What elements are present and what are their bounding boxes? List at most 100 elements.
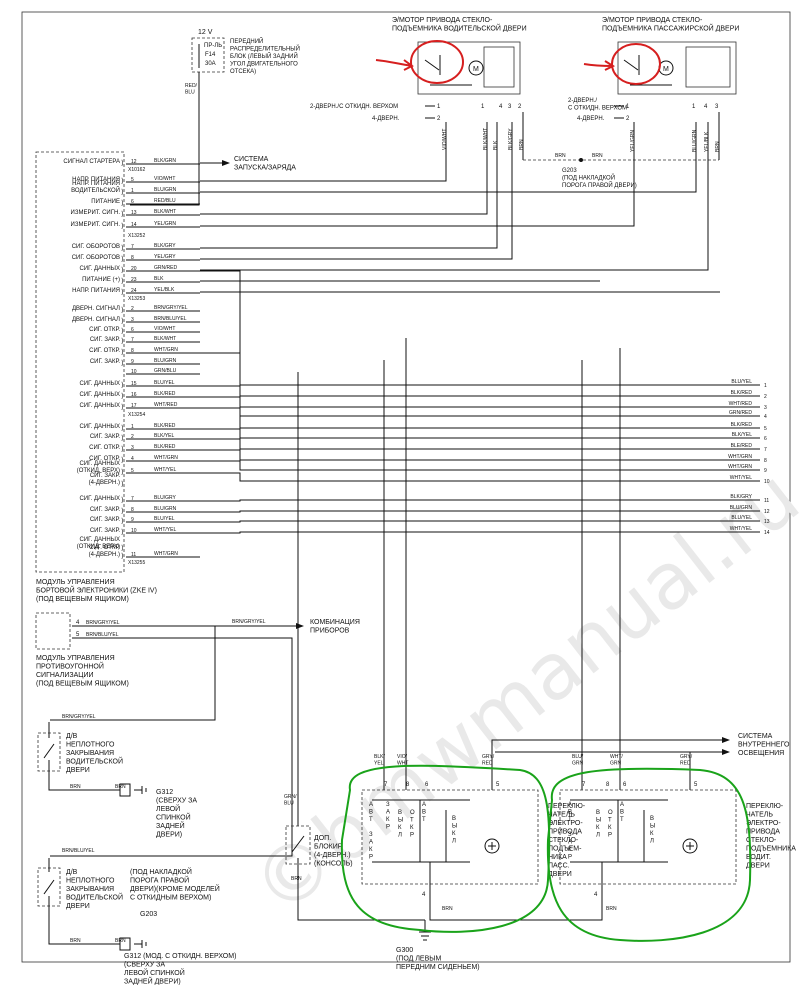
alarm-module: 4 5 BRN/GRY/YEL BRN/BLU/YEL МОДУЛЬ УПРАВ… bbox=[35, 612, 360, 688]
fuse-id-label: F14 bbox=[205, 52, 216, 58]
bus-wire bbox=[200, 510, 760, 513]
bus-wire-label: BLK/RED bbox=[731, 390, 753, 396]
zke-row-wire: BLK/GRY bbox=[154, 243, 176, 249]
zke-row-label: СИГ. ДАННЫХ bbox=[79, 496, 120, 502]
bus-number: 11 bbox=[764, 498, 769, 504]
starter-arrow-head bbox=[222, 160, 230, 166]
zke-row-pin: 15 bbox=[131, 381, 137, 387]
bus-wire bbox=[200, 384, 760, 387]
cluster-arrow-head bbox=[296, 623, 304, 629]
sw-pass-wire-gry-red: GRY/RED bbox=[482, 754, 495, 767]
bus-number: 5 bbox=[764, 426, 767, 432]
bus-wire bbox=[200, 520, 760, 523]
bus-wire-label: GRN/RED bbox=[729, 410, 752, 416]
dsw-pass-wire-bottom: BRN bbox=[70, 938, 81, 944]
zke-row-pin: 24 bbox=[131, 288, 137, 294]
driver-motor-wire-brn: BRN bbox=[519, 139, 525, 150]
zke-row-wire: BRN/GRY/YEL bbox=[154, 305, 188, 311]
driver-motor-wire-blk-gry: BLK/GRY bbox=[508, 128, 514, 150]
zke-row-wire: BLK/WHT bbox=[154, 336, 176, 342]
zke-row-bracket: ⟩ bbox=[121, 528, 124, 536]
sw-drv-pin-6: 6 bbox=[623, 782, 627, 788]
fuse-wire-label: RED/BLU bbox=[185, 83, 198, 96]
bus-wire bbox=[200, 459, 760, 462]
dsw-driver-wire-bottom: BRN bbox=[70, 784, 81, 790]
zke-row-wire: WHT/GRN bbox=[154, 551, 178, 557]
aux-lock-wire-top: GRN/BLU bbox=[284, 794, 297, 807]
bus-wire bbox=[200, 437, 760, 440]
zke-row-label: СИГ. ДАННЫХ bbox=[79, 392, 120, 398]
driver-motor-pin-2: 2 bbox=[437, 116, 441, 122]
pass-motor-pin-1b: 1 bbox=[692, 104, 696, 110]
zke-row-wire: BLK/GRN bbox=[154, 158, 176, 164]
pass-motor-pin-1: 1 bbox=[626, 104, 630, 110]
wire-blk-gry-to-driver-motor bbox=[200, 122, 513, 260]
zke-row-bracket: ⟩ bbox=[121, 445, 124, 453]
bus-wire-label: WHT/RED bbox=[729, 401, 753, 407]
wire-blk-wht-to-driver-motor bbox=[200, 122, 488, 215]
bus-wire bbox=[200, 352, 760, 471]
driver-motor-title: Э/МОТОР ПРИВОДА СТЕКЛО-ПОДЪЕМНИКА ВОДИТЕ… bbox=[392, 17, 527, 33]
zke-row-label: СИГ. ЗАКР. bbox=[90, 359, 120, 365]
driver-window-motor: Э/МОТОР ПРИВОДА СТЕКЛО-ПОДЪЕМНИКА ВОДИТЕ… bbox=[310, 17, 527, 150]
g300-ground-symbol bbox=[419, 920, 431, 941]
g312b-ground-symbol bbox=[119, 937, 147, 951]
wire-yel-blk-to-pass-motor bbox=[200, 122, 709, 271]
zke-row-pin: 8 bbox=[131, 348, 134, 354]
dsw-driver-wire bbox=[50, 626, 216, 721]
right-bus: BLU/YEL1BLK/RED2WHT/RED3GRN/RED4BLK/RED5… bbox=[728, 379, 770, 536]
red-circle-driver-switch bbox=[410, 40, 464, 84]
zke-row-bracket: ⟩ bbox=[121, 288, 124, 296]
zke-row-wire: YEL/GRN bbox=[154, 221, 176, 227]
zke-row-bracket: ⟩ bbox=[121, 544, 124, 552]
zke-row-wire: BLK/RED bbox=[154, 423, 176, 429]
zke-row-pin: 2 bbox=[131, 306, 134, 312]
zke-row-pin: 9 bbox=[131, 359, 134, 365]
bus-number: 3 bbox=[764, 405, 767, 411]
fuse-12v-label: 12 V bbox=[198, 29, 213, 36]
sw-drv-lamp-icon bbox=[682, 838, 698, 854]
zke-row-wire: GRN/BLU bbox=[154, 368, 177, 374]
zke-connector-id: X13252 bbox=[128, 233, 145, 239]
zke-row-label: НАПР. ПИТАНИЯ bbox=[72, 288, 120, 294]
bus-number: 14 bbox=[764, 530, 770, 536]
zke-row-label: ДВЕРН. СИГНАЛ bbox=[72, 306, 120, 312]
zke-row-bracket: ⟩ bbox=[121, 434, 124, 442]
zke-row-label: СИГ. ОТКР. bbox=[89, 445, 120, 451]
zke-row-label: СИГ. ДАННЫХ bbox=[79, 424, 120, 430]
zke-row-pin: 5 bbox=[131, 468, 134, 474]
pass-motor-m-letter: M bbox=[663, 66, 669, 73]
driver-motor-pin-1: 1 bbox=[437, 104, 441, 110]
zke-row-wire: BLK/YEL bbox=[154, 433, 175, 439]
zke-connector-id: X10162 bbox=[128, 167, 145, 173]
sw-pass-pin-6: 6 bbox=[425, 782, 429, 788]
zke-row-pin: 23 bbox=[131, 277, 137, 283]
zke-row-bracket: ⟩ bbox=[121, 456, 124, 464]
zke-row-wire: WHT/RED bbox=[154, 402, 178, 408]
zke-row-label: СИГ. ЗАКР. bbox=[90, 337, 120, 343]
sw-pass-wire-vio-wht: VIO/WHT bbox=[397, 754, 408, 767]
zke-row-label: СИГ. ЗАКР.(4-ДВЕРН.) bbox=[89, 473, 121, 486]
zke-row-wire: BLU/YEL bbox=[154, 380, 175, 386]
zke-row-wire: BLU/YEL bbox=[154, 516, 175, 522]
zke-row-label: ИЗМЕРИТ. СИГН. bbox=[71, 222, 121, 228]
zke-row-wire: BLU/GRN bbox=[154, 358, 177, 364]
zke-row-label: СИГ. ДАННЫХ(ОТКИД. ВЕРХ) bbox=[77, 461, 120, 474]
bus-wire-label: WHT/YEL bbox=[730, 526, 752, 532]
bus-wire-label: BLK/YEL bbox=[732, 432, 753, 438]
zke-row-label: СИГ. ОТКР. bbox=[89, 327, 120, 333]
bus-wire bbox=[200, 472, 760, 482]
zke-row-wire: WHT/GRN bbox=[154, 347, 178, 353]
aux-lock-label: ДОП.БЛОКИР.(4-ДВЕРН.)(КОНСОЛЬ) bbox=[314, 835, 353, 868]
zke-row-pin: 5 bbox=[131, 177, 134, 183]
zke-row-bracket: ⟩ bbox=[121, 552, 124, 560]
aux-lock-switch bbox=[291, 835, 425, 921]
